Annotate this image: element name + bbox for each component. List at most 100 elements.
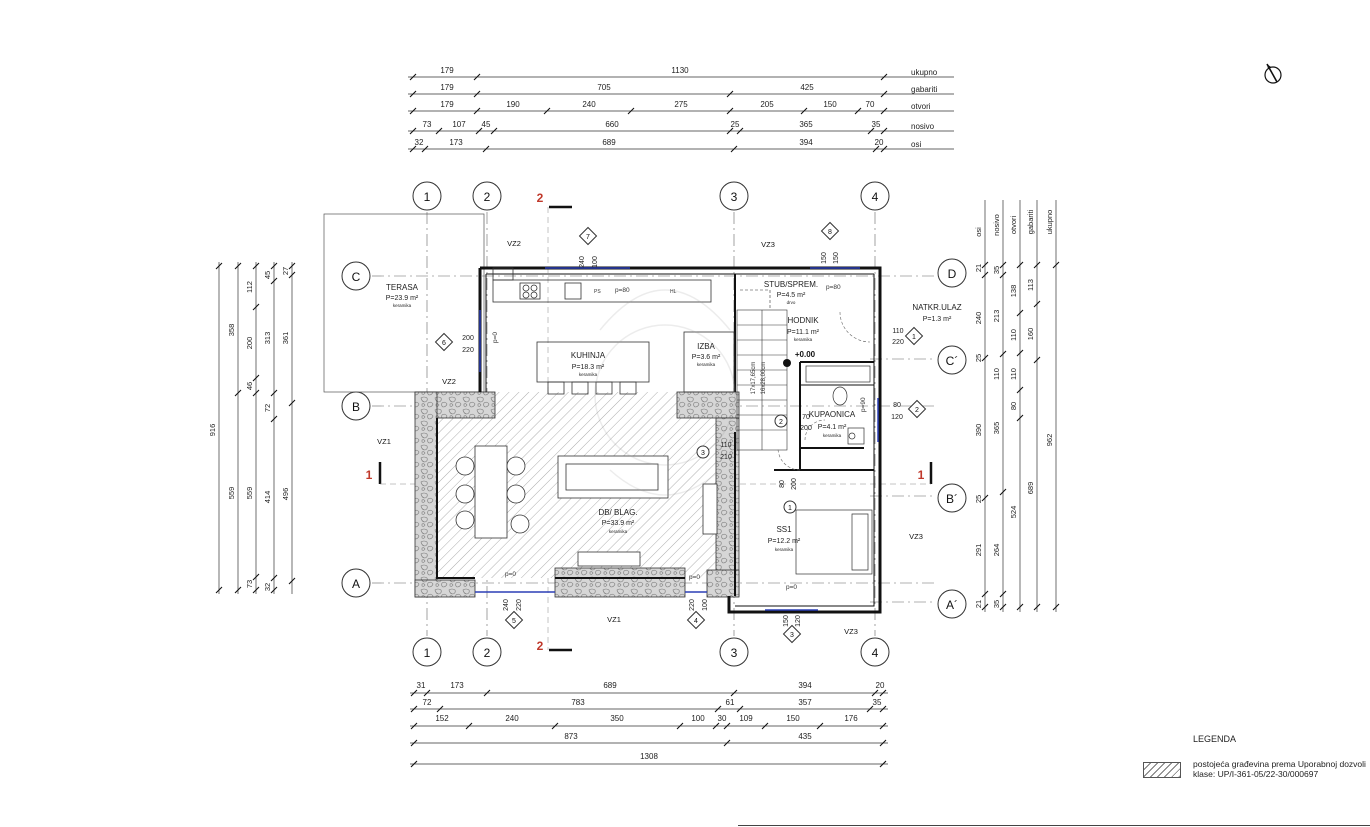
legend-line: postojeća građevina prema Uporabnoj dozv…: [1193, 759, 1366, 769]
room-labels: TERASA P=23.9 m² keramika KUHINJA P=18.3…: [386, 280, 962, 552]
dim-text: 61: [726, 698, 735, 707]
dim-text: 414: [263, 491, 272, 504]
axis-bubble-b: B: [341, 391, 371, 421]
stone-walls: [414, 391, 740, 598]
svg-text:SS1: SS1: [776, 525, 792, 534]
opening-dim: 120: [891, 414, 903, 421]
dim-text: 110: [1009, 329, 1018, 341]
room-natkr-ulaz: NATKR.ULAZ P=1.3 m²: [912, 303, 961, 323]
dim-text: 25: [731, 120, 740, 129]
opening-dim: 200: [800, 425, 812, 432]
chair-icon: [506, 456, 526, 476]
dim-text: 559: [245, 487, 254, 500]
svg-text:5: 5: [512, 618, 516, 625]
chair-icon: [510, 514, 530, 534]
svg-text:IZBA: IZBA: [697, 342, 715, 351]
dim-text: 45: [482, 120, 491, 129]
door-number: 1: [783, 500, 797, 514]
dim-row-label: ukupno: [1045, 210, 1054, 235]
bathroom-fixtures: [805, 365, 871, 445]
dim-text: 705: [597, 83, 611, 92]
dim-text: 240: [505, 714, 519, 723]
left-dimension-chain: 916 358 559 112 200 46 559 73 45 313 72 …: [208, 262, 296, 594]
axis-bubble-a-prime: A´: [937, 589, 967, 619]
section-mark-1-left: 1: [366, 468, 373, 482]
chair-icon: [506, 484, 526, 504]
svg-text:P=23.9 m²: P=23.9 m²: [386, 295, 419, 302]
door-number: 3: [696, 445, 710, 459]
dim-text: 264: [992, 544, 1001, 557]
svg-text:P=4.1 m²: P=4.1 m²: [818, 424, 847, 431]
wall-tag: VZ3: [909, 532, 923, 541]
opening-dim: 220: [516, 599, 523, 611]
axis-bubble-c-prime: C´: [937, 345, 967, 375]
svg-text:4: 4: [694, 618, 698, 625]
axis-bubbles: 1 2 3 4 1 2 3 4 C B A D C´ B´ A´: [341, 181, 967, 667]
dim-text: 25: [974, 495, 983, 503]
dim-text: 394: [798, 681, 812, 690]
dim-text: 150: [823, 100, 837, 109]
tv-unit: [577, 551, 641, 567]
stool-icon: [619, 381, 637, 395]
dim-text: 689: [602, 138, 616, 147]
svg-text:P=1.3 m²: P=1.3 m²: [923, 316, 952, 323]
svg-text:KUPAONICA: KUPAONICA: [809, 410, 856, 419]
svg-text:1: 1: [788, 505, 792, 512]
dim-text: 138: [1009, 285, 1018, 298]
svg-text:HODNIK: HODNIK: [787, 316, 819, 325]
svg-text:8: 8: [828, 229, 832, 236]
kitchen-island: [536, 341, 650, 383]
page-rule: [738, 825, 1370, 826]
opening-dim: 220: [462, 347, 474, 354]
room-terasa: TERASA P=23.9 m² keramika: [386, 283, 419, 308]
legend-hatch-swatch: [1143, 762, 1181, 778]
svg-text:6: 6: [442, 340, 446, 347]
svg-text:STUB/SPREM.: STUB/SPREM.: [764, 280, 818, 289]
washbasin-icon: [847, 427, 865, 445]
wall-tag: VZ2: [442, 377, 456, 386]
svg-text:keramika: keramika: [579, 372, 598, 377]
dim-text: 1308: [640, 752, 658, 761]
dim-text: 21: [974, 600, 983, 608]
furniture: [455, 445, 718, 567]
parapet-label: p=0: [492, 332, 499, 343]
dim-text: 350: [610, 714, 624, 723]
stair-note: 17x17,65cm: [751, 362, 757, 395]
svg-text:P=33.9 m²: P=33.9 m²: [602, 520, 635, 527]
dim-text: 240: [974, 312, 983, 325]
watermark-logo: [594, 289, 736, 496]
axis-bubble-4-top: 4: [860, 181, 890, 211]
svg-text:keramika: keramika: [794, 337, 813, 342]
dim-text: 46: [245, 382, 254, 390]
axis-bubble-c: C: [341, 261, 371, 291]
dim-text: 113: [1026, 279, 1035, 291]
svg-text:D: D: [948, 267, 957, 281]
dim-text: 21: [974, 264, 983, 272]
svg-text:P=12.2 m²: P=12.2 m²: [768, 538, 801, 545]
wall-tag: VZ1: [377, 437, 391, 446]
svg-text:P=4.5 m²: P=4.5 m²: [777, 292, 806, 299]
svg-text:3: 3: [790, 632, 794, 639]
dim-text: 1130: [671, 66, 689, 75]
dim-text: 496: [281, 488, 290, 501]
room-izba: IZBA P=3.6 m² keramika: [692, 342, 721, 367]
svg-text:keramika: keramika: [609, 529, 628, 534]
dim-text: 32: [263, 583, 272, 591]
dim-row-label: nosivo: [911, 122, 935, 131]
opening-dim: 120: [795, 615, 802, 627]
dim-text: 205: [760, 100, 774, 109]
toilet-icon: [832, 386, 848, 406]
dining-table: [474, 445, 508, 539]
svg-text:3: 3: [701, 450, 705, 457]
dim-text: 112: [245, 281, 254, 293]
svg-text:keramika: keramika: [775, 547, 794, 552]
dim-text: 173: [449, 138, 463, 147]
wall-tag: VZ3: [761, 240, 775, 249]
axis-bubble-3-bottom: 3: [719, 637, 749, 667]
opening-dim: 100: [592, 256, 599, 268]
axis-bubble-3-top: 3: [719, 181, 749, 211]
dim-text: 73: [423, 120, 432, 129]
parapet-label: p=0: [689, 574, 700, 581]
dim-text: 190: [506, 100, 520, 109]
section-mark-1-right: 1: [918, 468, 925, 482]
